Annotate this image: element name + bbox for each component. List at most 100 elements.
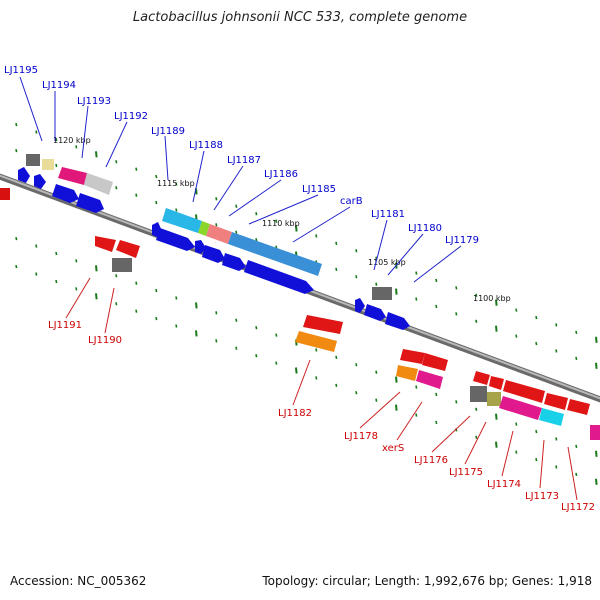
tick-mark <box>595 478 598 485</box>
tick-mark <box>55 279 58 284</box>
tick-mark <box>415 413 418 417</box>
tick-mark <box>335 355 338 360</box>
tick-mark <box>275 361 278 365</box>
tick-mark <box>155 316 158 321</box>
gene-lj1185-arrow <box>244 260 314 294</box>
tick-mark <box>455 286 458 290</box>
tick-mark <box>435 392 438 397</box>
gene-label-lj1172: LJ1172 <box>561 502 595 513</box>
tick-mark <box>155 174 158 179</box>
reverse-strand-genes <box>0 188 600 440</box>
gene-cyan-band-right <box>539 408 564 426</box>
scale-label-1110: 1110 kbp <box>262 219 300 228</box>
gene-label-lj1189: LJ1189 <box>151 126 185 137</box>
gene-label-lj1191: LJ1191 <box>48 320 82 331</box>
scale-label-1100: 1100 kbp <box>473 294 511 303</box>
gene-cyan-band-1 <box>162 208 202 233</box>
tick-mark <box>35 244 38 248</box>
tick-mark <box>555 465 558 469</box>
tick-mark <box>215 311 218 315</box>
tick-mark <box>195 302 198 309</box>
tick-mark <box>375 282 378 286</box>
gene-label-lj1194: LJ1194 <box>42 80 76 91</box>
tick-mark <box>535 429 538 434</box>
leader-lines <box>19 76 578 501</box>
tick-mark <box>395 404 398 411</box>
gene-small-arrow-2 <box>355 298 365 313</box>
tick-mark <box>455 312 458 316</box>
tick-mark <box>515 308 518 312</box>
tick-mark <box>595 450 598 457</box>
gene-label-carb: carB <box>340 196 363 207</box>
tick-mark <box>515 422 518 426</box>
tick-mark <box>15 122 18 127</box>
tick-mark <box>535 457 538 462</box>
tick-mark <box>415 385 418 389</box>
tick-mark <box>135 281 138 285</box>
tick-mark <box>595 336 598 343</box>
tick-mark <box>115 274 118 278</box>
gene-grey-block-4 <box>470 386 487 402</box>
tick-mark <box>255 354 258 358</box>
gene-lj1174-red-long <box>503 380 545 403</box>
gene-lj1182-orange <box>295 331 337 352</box>
gene-pink-edge <box>590 425 600 440</box>
tick-mark <box>215 339 218 343</box>
tick-mark <box>335 267 338 272</box>
gene-xers-pink <box>416 370 443 389</box>
tick-mark <box>275 219 278 223</box>
forward-gene-labels: LJ1195 LJ1194 LJ1193 LJ1192 LJ1189 LJ118… <box>4 65 479 246</box>
gene-lj1195-arrow <box>18 167 30 183</box>
gene-lj1176-red <box>473 371 490 385</box>
tick-mark <box>155 288 158 293</box>
tick-mark <box>255 326 258 330</box>
tick-mark <box>15 236 18 241</box>
gene-pink-band-right <box>499 396 542 420</box>
tick-mark <box>235 318 238 322</box>
tick-mark <box>155 200 158 205</box>
tick-mark <box>435 304 438 309</box>
gene-label-lj1181: LJ1181 <box>371 209 405 220</box>
gene-green-band <box>198 221 210 236</box>
tick-mark <box>135 309 138 313</box>
tick-mark <box>195 330 198 337</box>
tick-mark <box>475 319 478 323</box>
tick-mark <box>175 182 178 186</box>
gene-label-lj1173: LJ1173 <box>525 491 559 502</box>
tick-mark <box>115 186 118 190</box>
tick-mark <box>335 241 338 246</box>
gene-label-lj1186: LJ1186 <box>264 169 298 180</box>
tick-mark <box>475 407 478 411</box>
tick-mark <box>315 234 318 238</box>
gene-lj1187-arrow <box>202 245 225 263</box>
tick-mark <box>75 287 78 291</box>
tick-mark <box>35 130 38 134</box>
gene-lj1180-arrow <box>385 312 410 330</box>
scale-label-1120: 1120 kbp <box>53 136 91 145</box>
tick-mark <box>235 346 238 350</box>
gene-lj1192-arrow <box>76 193 104 213</box>
tick-mark <box>575 356 578 361</box>
tick-mark <box>375 370 378 374</box>
tick-mark <box>95 293 98 300</box>
gene-red-left-edge <box>0 188 10 200</box>
tick-mark <box>355 391 358 395</box>
gene-label-lj1174: LJ1174 <box>487 479 521 490</box>
tick-mark <box>75 145 78 149</box>
tick-mark <box>395 288 398 295</box>
reverse-gene-labels: LJ1191 LJ1190 LJ1182 LJ1178 xerS LJ1176 … <box>48 320 595 513</box>
gene-lj1191-arrow <box>95 236 116 252</box>
tick-mark <box>455 400 458 404</box>
page-title: Lactobacillus johnsonii NCC 533, complet… <box>132 10 468 25</box>
gene-label-lj1182: LJ1182 <box>278 408 312 419</box>
gene-lj1193-arrow <box>52 184 79 203</box>
gene-salmon-band <box>206 224 232 244</box>
tick-mark <box>355 363 358 367</box>
tick-mark <box>15 148 18 153</box>
tick-mark <box>295 225 298 232</box>
tick-mark <box>475 293 478 297</box>
tick-mark <box>495 299 498 306</box>
tick-mark <box>515 450 518 454</box>
tick-mark <box>75 259 78 263</box>
